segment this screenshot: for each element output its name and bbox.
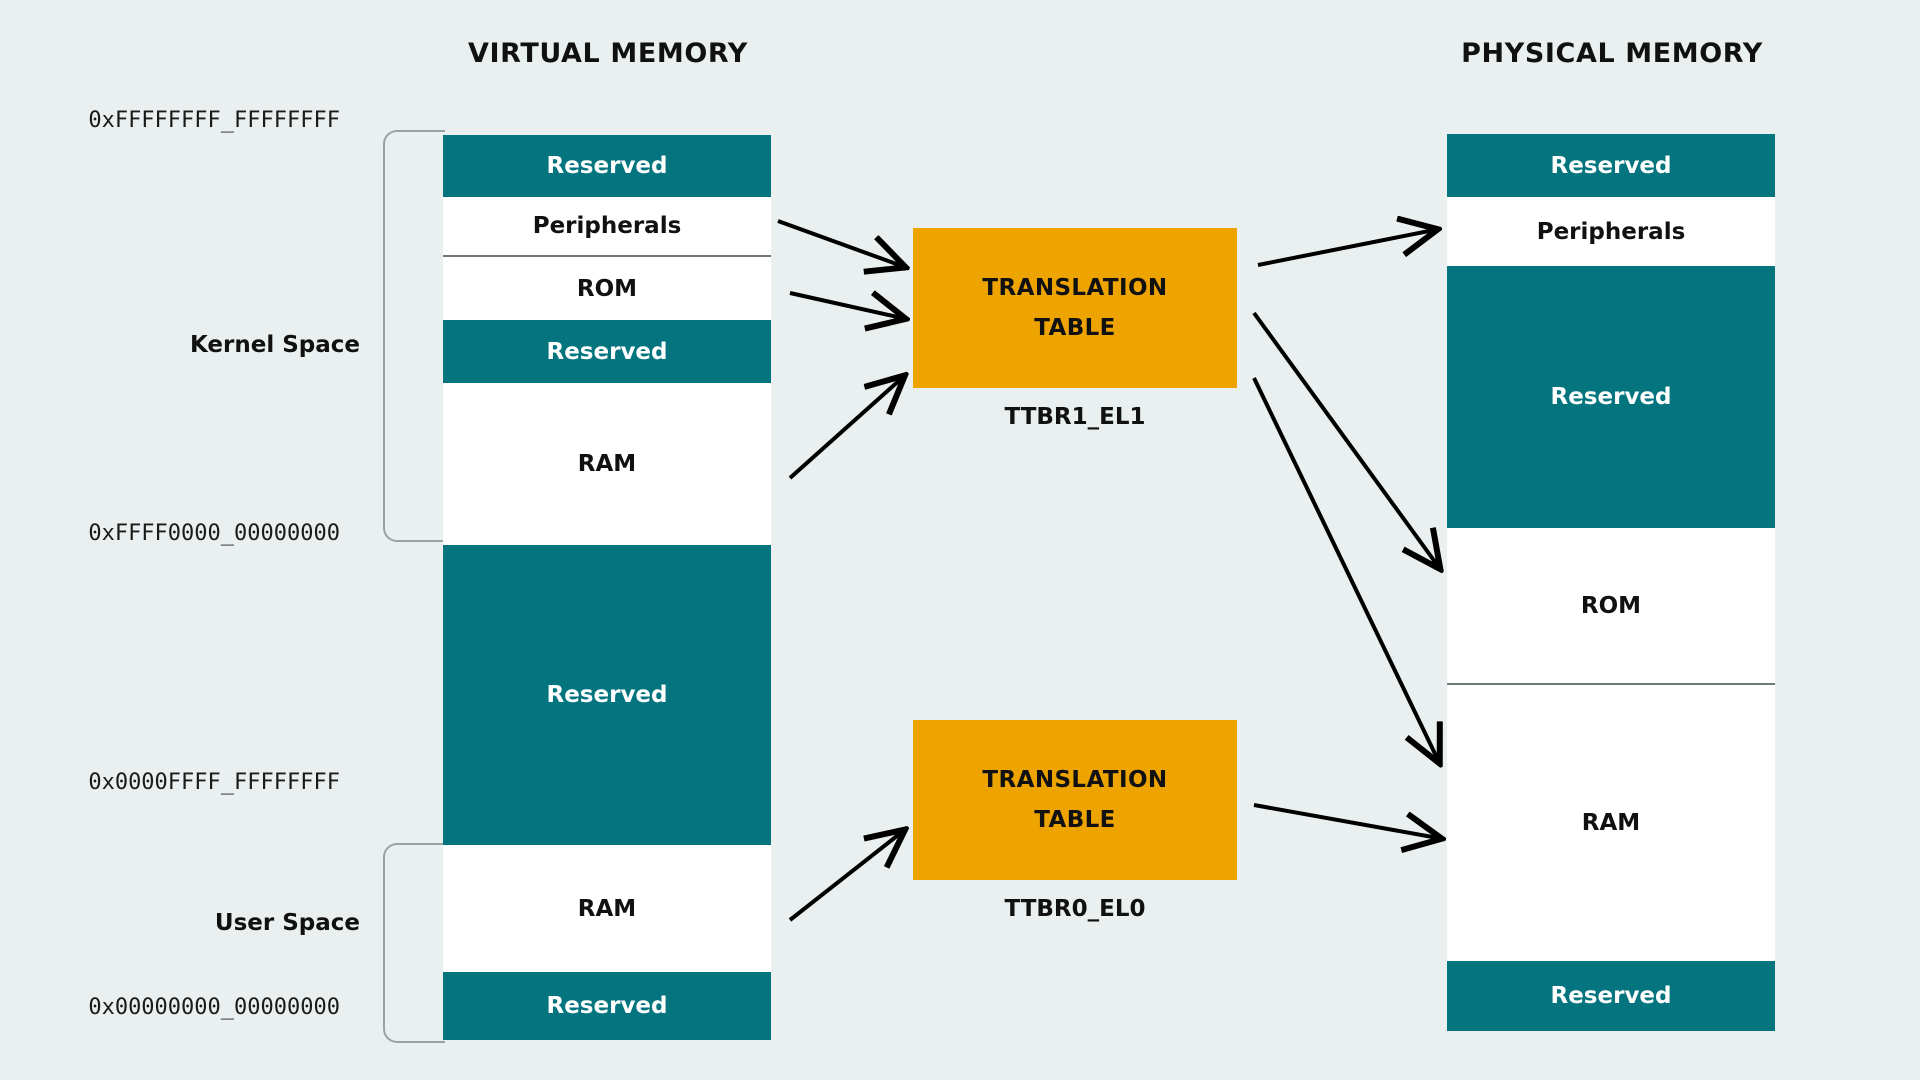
virtual-block-ram-user: RAM: [443, 845, 771, 972]
address-label-user-top: 0x0000FFFF_FFFFFFFF: [88, 770, 340, 795]
arrow-rom-to-ttbr1: [789, 293, 902, 318]
physical-block-reserved-bottom: Reserved: [1447, 961, 1775, 1031]
virtual-block-ram-kernel: RAM: [443, 383, 771, 545]
arrow-ttbr1-to-physical-ram: [1252, 377, 1438, 760]
physical-block-rom: ROM: [1447, 528, 1775, 683]
translation-table-ttbr0-caption: TTBR0_EL0: [1004, 896, 1146, 922]
physical-memory-column: Reserved Peripherals Reserved ROM RAM Re…: [1447, 134, 1775, 1031]
translation-table-ttbr0[interactable]: TRANSLATION TABLE: [913, 720, 1237, 880]
kernel-space-label: Kernel Space: [189, 332, 360, 358]
translation-table-ttbr1-caption: TTBR1_EL1: [1004, 404, 1146, 430]
physical-block-peripherals: Peripherals: [1447, 197, 1775, 266]
virtual-memory-column: Reserved Peripherals ROM Reserved RAM Re…: [443, 135, 771, 1040]
virtual-block-rom: ROM: [443, 255, 771, 320]
block-label: Peripherals: [532, 213, 682, 239]
kernel-space-bracket: [383, 130, 445, 542]
block-label: Reserved: [546, 153, 668, 179]
block-label: Peripherals: [1536, 218, 1686, 245]
virtual-block-reserved-mid: Reserved: [443, 320, 771, 383]
virtual-block-reserved-bottom: Reserved: [443, 972, 771, 1040]
arrow-ttbr1-to-physical-peripherals: [1257, 230, 1434, 267]
block-label: ROM: [1580, 592, 1642, 619]
physical-memory-title: PHYSICAL MEMORY: [1461, 38, 1763, 69]
virtual-block-peripherals: Peripherals: [443, 197, 771, 255]
block-label: Reserved: [546, 993, 668, 1019]
block-label: Reserved: [546, 338, 668, 365]
block-label: Reserved: [1550, 983, 1672, 1009]
block-label: RAM: [1581, 810, 1641, 836]
user-space-label: User Space: [214, 910, 360, 936]
address-label-top: 0xFFFFFFFF_FFFFFFFF: [88, 108, 340, 133]
arrow-ttbr0-to-physical-ram: [1253, 803, 1438, 838]
block-label: Reserved: [1550, 152, 1672, 179]
translation-table-line1: TRANSLATION: [982, 274, 1168, 301]
virtual-memory-title: VIRTUAL MEMORY: [468, 38, 748, 69]
physical-block-ram: RAM: [1447, 683, 1775, 961]
arrow-kernel-ram-to-ttbr1: [788, 378, 902, 480]
block-label: Reserved: [1550, 384, 1672, 410]
translation-table-line2: TABLE: [1034, 315, 1116, 341]
physical-block-reserved-large: Reserved: [1447, 266, 1775, 528]
user-space-bracket: [383, 843, 445, 1043]
block-label: RAM: [577, 451, 637, 477]
address-label-bottom: 0x00000000_00000000: [88, 995, 340, 1020]
translation-table-ttbr1[interactable]: TRANSLATION TABLE: [913, 228, 1237, 388]
block-label: Reserved: [546, 682, 668, 708]
translation-table-line1: TRANSLATION: [982, 766, 1168, 793]
arrow-peripherals-to-ttbr1: [777, 219, 902, 266]
translation-table-line2: TABLE: [1034, 807, 1116, 833]
virtual-block-reserved-large: Reserved: [443, 545, 771, 845]
block-label: ROM: [576, 275, 638, 302]
block-label: RAM: [577, 895, 637, 922]
arrow-ttbr1-to-physical-rom: [1252, 311, 1438, 566]
arrow-user-ram-to-ttbr0: [788, 832, 902, 922]
virtual-block-reserved-top: Reserved: [443, 135, 771, 197]
address-label-kernel-base: 0xFFFF0000_00000000: [88, 521, 340, 546]
physical-block-reserved-top: Reserved: [1447, 134, 1775, 197]
